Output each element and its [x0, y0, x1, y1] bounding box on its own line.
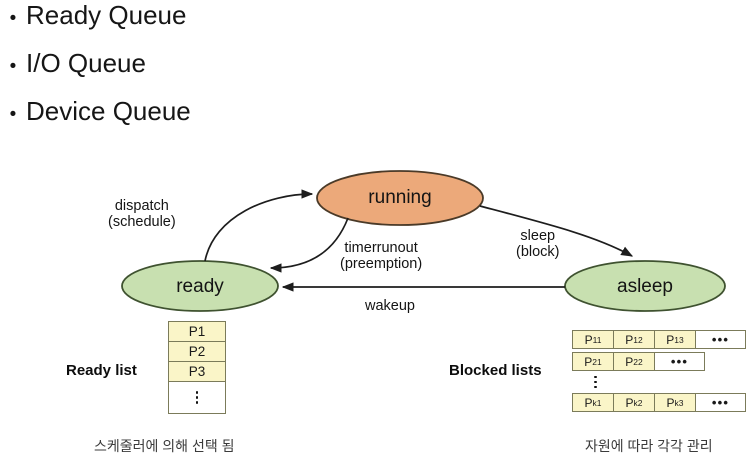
- cell-base: P: [584, 332, 593, 347]
- edge-sleep-arrow: [479, 205, 634, 257]
- cell-base: P: [584, 395, 593, 410]
- edge-dispatch-line2: (schedule): [108, 214, 176, 231]
- ready-list-item[interactable]: P3: [169, 361, 225, 381]
- bullet-item-ready-queue: • Ready Queue: [0, 0, 420, 48]
- bullet-marker-icon: •: [9, 104, 17, 125]
- cell-sub: k3: [674, 397, 684, 408]
- cell-base: P: [584, 354, 593, 369]
- edge-wakeup-label: wakeup: [365, 298, 415, 314]
- node-asleep[interactable]: [564, 260, 726, 312]
- vertical-ellipsis-icon: [195, 391, 199, 404]
- bullet-marker-icon: •: [9, 56, 17, 77]
- bullet-label: Device Queue: [26, 96, 191, 126]
- bullet-marker-icon: •: [9, 8, 17, 29]
- edge-timerrunout-line1: timerrunout: [344, 240, 418, 256]
- node-asleep-label: asleep: [617, 276, 673, 297]
- cell-base: P: [625, 332, 634, 347]
- edge-timerrunout-arrow: [269, 217, 349, 273]
- blocked-list-row-ellipsis: •••: [696, 394, 745, 411]
- bullet-item-device-queue: • Device Queue: [0, 96, 420, 144]
- blocked-lists-ellipsis-row: [572, 374, 746, 390]
- cell-sub: k2: [633, 397, 643, 408]
- bullet-list: • Ready Queue • I/O Queue • Device Queue: [0, 0, 420, 144]
- node-ready-label: ready: [176, 276, 224, 297]
- edge-timerrunout-label: timerrunout (preemption): [340, 240, 422, 272]
- edge-sleep-line2: (block): [516, 244, 560, 261]
- node-running-label: running: [368, 187, 432, 208]
- edge-timerrunout-line2: (preemption): [340, 256, 423, 273]
- node-ready[interactable]: [121, 260, 279, 312]
- ready-list-item[interactable]: P1: [169, 321, 225, 341]
- cell-sub: 12: [633, 334, 643, 345]
- edge-sleep-line1: sleep: [520, 228, 556, 244]
- diagram-canvas: [121, 170, 726, 312]
- bullet-label: Ready Queue: [26, 0, 187, 30]
- blocked-list-row-ellipsis: •••: [696, 331, 745, 348]
- cell-base: P: [666, 332, 675, 347]
- blocked-list-row-ellipsis: •••: [655, 353, 704, 370]
- cell-base: P: [625, 395, 634, 410]
- cell-sub: 11: [592, 334, 602, 345]
- cell-sub: k1: [592, 397, 602, 408]
- edge-sleep-label: sleep (block): [516, 228, 560, 260]
- cell-sub: 22: [633, 356, 643, 367]
- cell-base: P: [625, 354, 634, 369]
- ready-list: P1 P2 P3: [168, 321, 226, 414]
- process-state-diagram: running ready asleep dispatch (schedule)…: [0, 150, 752, 464]
- vertical-ellipsis-icon: [594, 375, 597, 389]
- edge-dispatch-label: dispatch (schedule): [108, 198, 176, 230]
- edge-dispatch-line1: dispatch: [114, 198, 169, 214]
- caption-ready-list: 스케줄러에 의해 선택 됨: [94, 438, 235, 454]
- cell-sub: 21: [592, 356, 602, 367]
- caption-blocked-lists: 자원에 따라 각각 관리: [585, 438, 713, 454]
- bullet-item-io-queue: • I/O Queue: [0, 48, 420, 96]
- cell-sub: 13: [674, 334, 684, 345]
- edge-dispatch-arrow: [204, 189, 314, 262]
- ready-list-item[interactable]: P2: [169, 341, 225, 361]
- blocked-lists-title: Blocked lists: [449, 362, 542, 379]
- cell-base: P: [666, 395, 675, 410]
- ready-list-ellipsis: [169, 381, 225, 413]
- bullet-label: I/O Queue: [26, 48, 146, 78]
- node-running[interactable]: [316, 170, 484, 226]
- ready-list-title: Ready list: [66, 362, 137, 379]
